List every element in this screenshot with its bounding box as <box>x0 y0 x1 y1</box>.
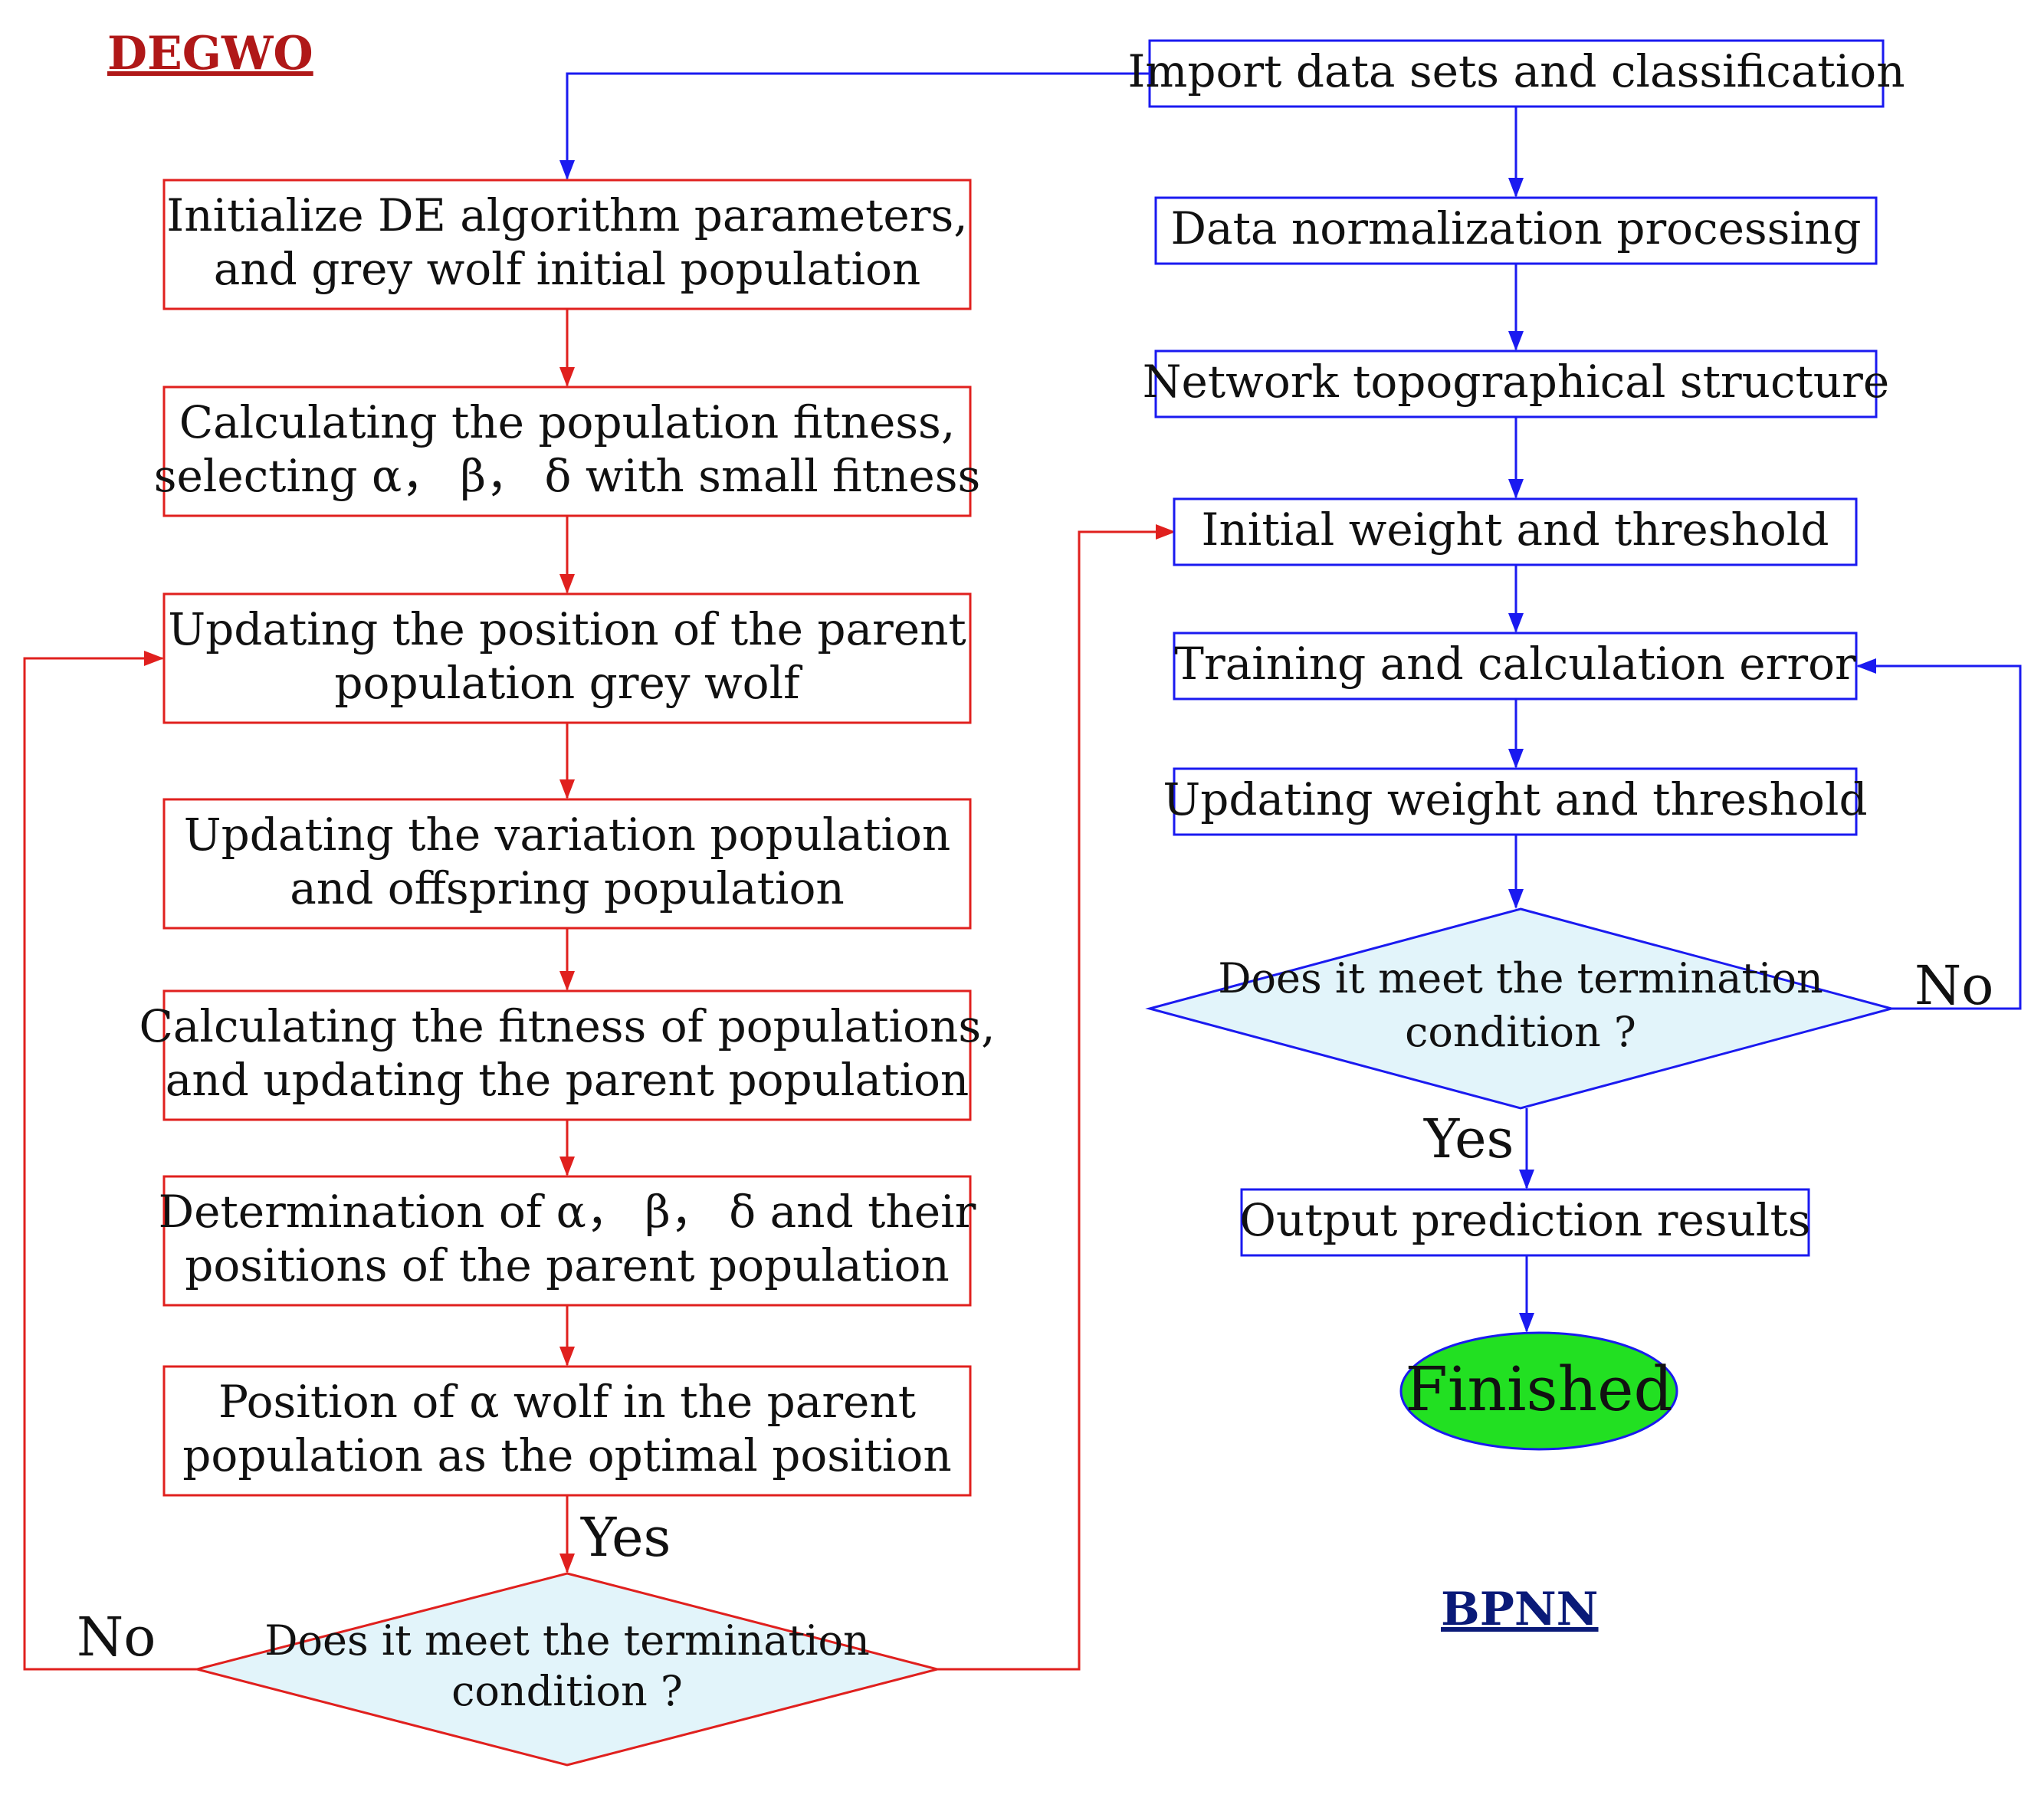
bpnn-output-frame <box>1240 1188 1810 1257</box>
bpnn-output: Output prediction results <box>1239 1188 1811 1257</box>
bpnn-step-3-frame <box>1154 349 1878 418</box>
finished-terminal: Finished <box>1399 1331 1678 1451</box>
bpnn-step-3: Network topographical structure <box>1143 349 1889 418</box>
degwo-no-loop <box>23 651 197 1671</box>
degwo-step-4-line-2: and offspring population <box>290 862 845 914</box>
bpnn-step-5-frame <box>1173 632 1858 700</box>
degwo-step-7-frame <box>162 1365 972 1497</box>
degwo-no-label: No <box>77 1606 156 1668</box>
degwo-step-1-line-1: Initialize DE algorithm parameters, <box>166 189 967 241</box>
degwo-step-6-frame <box>162 1175 972 1307</box>
bpnn-step-4: Initial weight and threshold <box>1173 497 1858 566</box>
bpnn-no-label: No <box>1914 954 1993 1017</box>
bpnn-no-loop <box>1856 658 2022 1010</box>
degwo-step-6: Determination of α， β， δ and theirpositi… <box>159 1175 976 1307</box>
degwo-decision-line-1: Does it meet the termination <box>264 1616 870 1665</box>
bpnn-decision: Does it meet the termination condition ? <box>1145 907 1896 1110</box>
degwo-step-5-line-1: Calculating the fitness of populations, <box>139 1000 995 1052</box>
bpnn-step-2-line-1: Data normalization processing <box>1171 202 1862 254</box>
degwo-step-5-frame <box>162 989 972 1121</box>
bpnn-decision-line-1: Does it meet the termination <box>1218 954 1823 1002</box>
bpnn-step-4-line-1: Initial weight and threshold <box>1202 504 1829 556</box>
degwo-step-4-frame <box>162 798 972 930</box>
degwo-decision-line-2: condition ? <box>451 1667 683 1715</box>
bpnn-step-1-line-1: Import data sets and classification <box>1127 45 1905 97</box>
degwo-step-7-line-2: population as the optimal position <box>182 1429 951 1481</box>
degwo-step-2-line-1: Calculating the population fitness, <box>179 396 956 448</box>
degwo-step-1-line-2: and grey wolf initial population <box>214 243 921 295</box>
degwo-step-5-line-2: and updating the parent population <box>166 1054 970 1106</box>
bpnn-title: BPNN <box>1441 1583 1599 1636</box>
bpnn-step-6: Updating weight and threshold <box>1163 767 1868 836</box>
degwo-step-7: Position of α wolf in the parentpopulati… <box>162 1365 972 1497</box>
degwo-step-3: Updating the position of the parentpopul… <box>162 592 972 724</box>
bpnn-output-line-1: Output prediction results <box>1239 1194 1810 1246</box>
degwo-step-1: Initialize DE algorithm parameters,and g… <box>162 179 972 310</box>
degwo-decision-shape <box>192 1572 942 1767</box>
degwo-step-1-frame <box>162 179 972 310</box>
bpnn-to-degwo <box>559 72 1150 180</box>
degwo-step-5: Calculating the fitness of populations,a… <box>139 989 996 1121</box>
degwo-step-6-line-1: Determination of α， β， δ and their <box>159 1186 976 1238</box>
bpnn-step-6-frame <box>1173 767 1858 836</box>
connectors <box>23 72 2022 1671</box>
degwo-step-6-line-2: positions of the parent population <box>185 1239 950 1291</box>
bpnn-decision-shape <box>1145 907 1896 1110</box>
finished-label: Finished <box>1405 1353 1672 1425</box>
degwo-step-3-frame <box>162 592 972 724</box>
degwo-step-2-line-2: selecting α， β， δ with small fitness <box>154 450 981 502</box>
nodes: Initialize DE algorithm parameters,and g… <box>139 39 1905 1767</box>
degwo-step-4-line-1: Updating the variation population <box>184 809 950 861</box>
degwo-step-2-frame <box>162 386 972 517</box>
bpnn-step-5-line-1: Training and calculation error <box>1174 638 1856 690</box>
degwo-step-2: Calculating the population fitness,selec… <box>154 386 981 517</box>
finished-terminal-shape <box>1399 1331 1678 1451</box>
bpnn-yes-label: Yes <box>1423 1107 1514 1170</box>
bpnn-step-4-frame <box>1173 497 1858 566</box>
bpnn-step-2-frame <box>1154 196 1878 265</box>
degwo-step-3-line-2: population grey wolf <box>334 657 802 709</box>
bpnn-step-1-frame <box>1148 39 1885 108</box>
bpnn-step-5: Training and calculation error <box>1173 632 1858 700</box>
degwo-yes-label: Yes <box>580 1506 671 1569</box>
bpnn-step-1: Import data sets and classification <box>1127 39 1905 108</box>
bpnn-step-2: Data normalization processing <box>1154 196 1878 265</box>
degwo-yes-link <box>937 524 1176 1671</box>
bpnn-decision-line-2: condition ? <box>1405 1008 1636 1056</box>
bpnn-step-6-line-1: Updating weight and threshold <box>1163 773 1867 825</box>
degwo-step-3-line-1: Updating the position of the parent <box>168 603 966 655</box>
degwo-title: DEGWO <box>107 27 313 80</box>
degwo-step-7-line-1: Position of α wolf in the parent <box>218 1376 916 1428</box>
bpnn-step-3-line-1: Network topographical structure <box>1143 356 1889 408</box>
